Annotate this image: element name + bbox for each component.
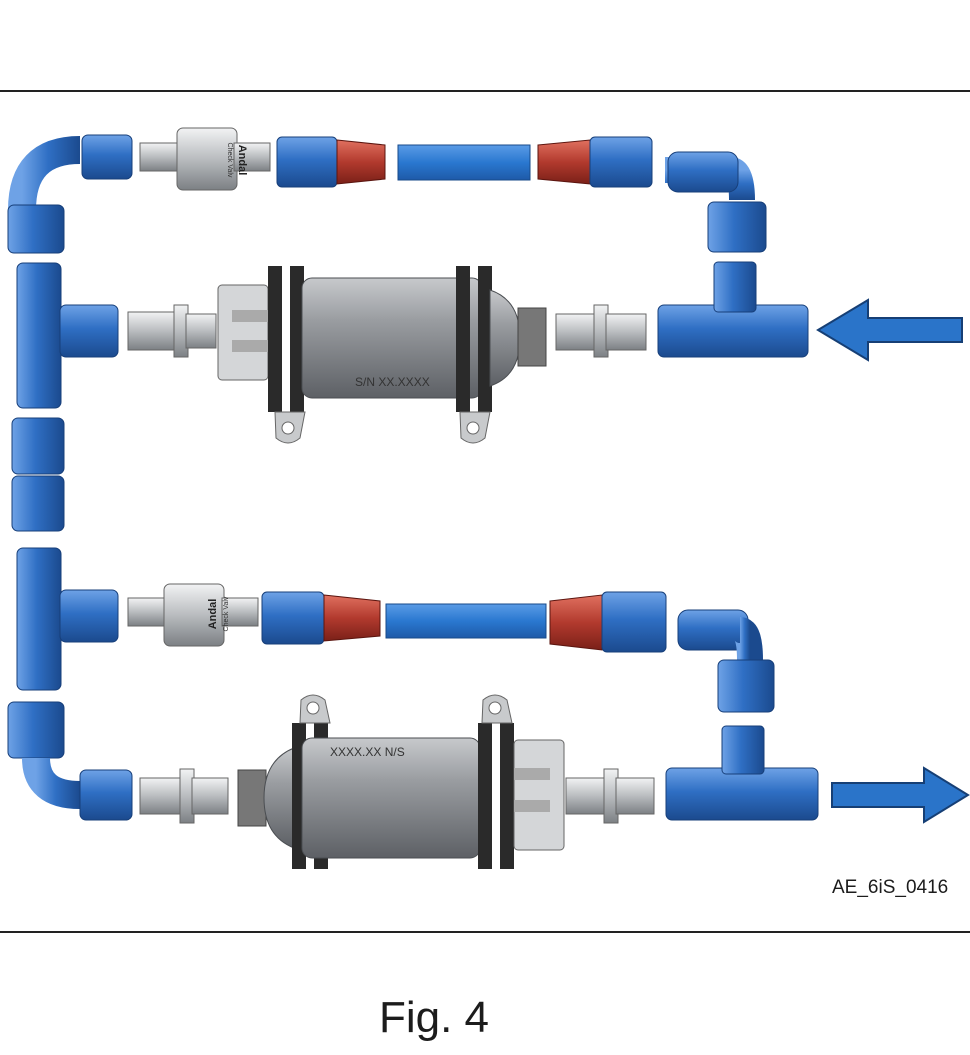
check-valve-top-sublabel: Check Valv xyxy=(226,143,233,178)
tee-fitting-upper-left xyxy=(16,262,119,409)
outlet-arrow-icon xyxy=(831,766,970,824)
inlet-arrow-icon xyxy=(816,298,963,362)
hose-assembly-lower xyxy=(261,591,667,653)
adapter-fitting-lower-left xyxy=(139,768,229,824)
fuel-pump-lower: XXXX.XX N/S xyxy=(237,694,565,869)
adapter-fitting-upper-left xyxy=(127,304,217,358)
part-code-label: AE_6iS_0416 xyxy=(832,877,948,898)
check-valve-lower-brand: Andal xyxy=(207,599,219,630)
union-fitting-middle xyxy=(11,417,65,532)
adapter-fitting-upper-right xyxy=(555,304,647,358)
tee-fitting-upper-right xyxy=(657,261,809,358)
check-valve-lower-sublabel: Check Valv xyxy=(223,596,230,631)
figure-caption: Fig. 4 xyxy=(378,993,490,1042)
check-valve-lower: Andal Check Valv xyxy=(127,583,259,647)
tee-fitting-lower-right xyxy=(665,725,819,821)
elbow-fitting-top-left xyxy=(7,134,133,254)
elbow-fitting-lower-left xyxy=(7,701,133,821)
hose-assembly-top xyxy=(276,136,653,188)
pump-lower-serial: XXXX.XX N/S xyxy=(330,745,405,759)
pump-upper-serial: S/N XX.XXXX xyxy=(355,375,430,389)
check-valve-top: Andal Check Valv xyxy=(139,127,271,191)
check-valve-top-brand: Andal xyxy=(236,145,248,176)
tee-fitting-lower-left xyxy=(16,547,119,691)
fuel-pump-upper: S/N XX.XXXX xyxy=(217,266,547,444)
elbow-fitting-lower-right xyxy=(677,609,775,713)
adapter-fitting-lower-right xyxy=(565,768,655,824)
elbow-fitting-top-right xyxy=(665,151,767,253)
